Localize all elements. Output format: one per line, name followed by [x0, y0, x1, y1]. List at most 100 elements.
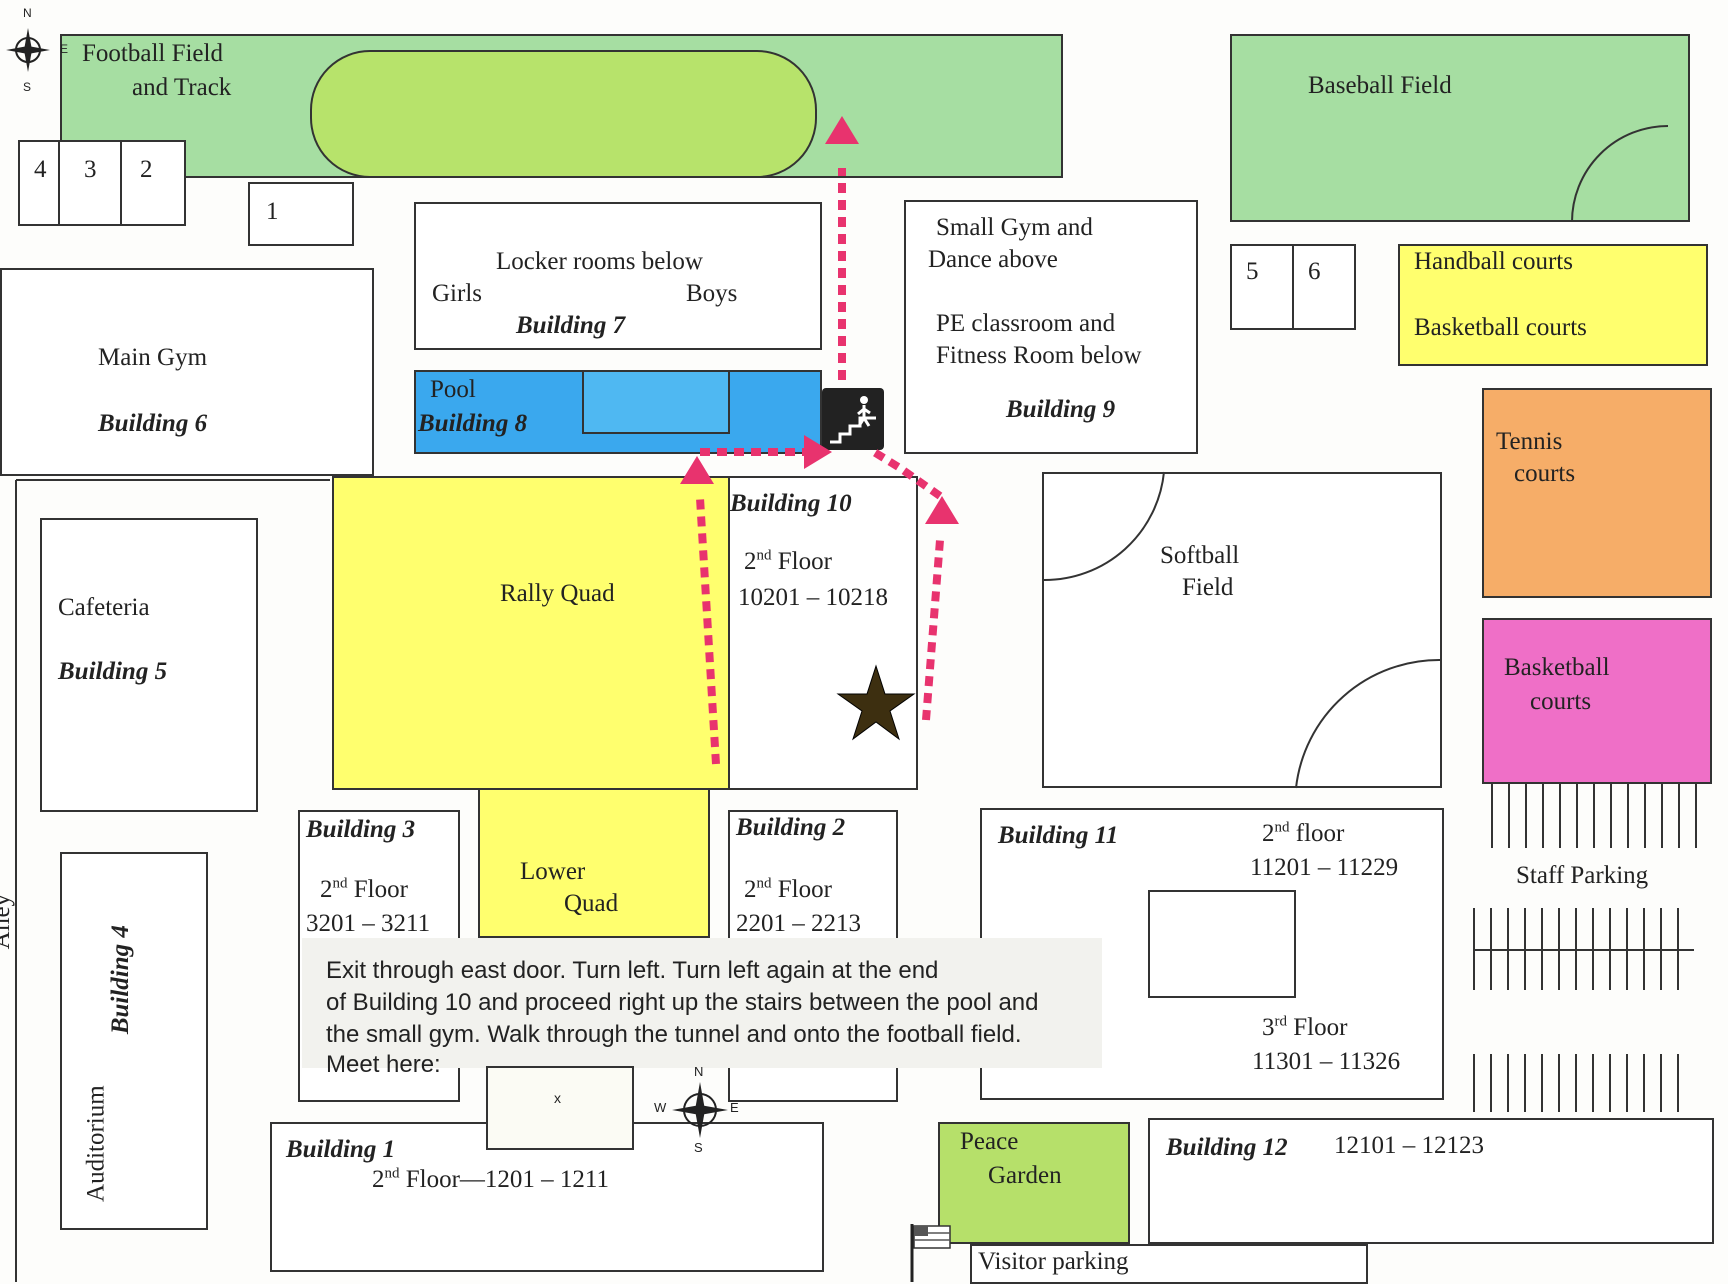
box-5 — [1230, 244, 1294, 330]
directions-line-4: Meet here: — [326, 1051, 441, 1078]
directions-line-3: the small gym. Walk through the tunnel a… — [326, 1021, 1022, 1048]
basketball-courts-pink-label-2: courts — [1530, 688, 1592, 715]
building-1-name: Building 1 — [286, 1136, 396, 1163]
softball-arc-lower — [1295, 658, 1441, 789]
directions-note: Exit through east door. Turn left. Turn … — [302, 938, 1102, 1078]
box-2-label: 2 — [140, 156, 153, 183]
softball-arc-upper — [1043, 471, 1165, 582]
compass-note-w: W — [654, 1100, 667, 1115]
tennis-courts-label-2: courts — [1514, 460, 1576, 487]
building-8-name: Building 8 — [418, 410, 528, 437]
running-track — [310, 50, 817, 178]
building-9-line2: Dance above — [928, 246, 1058, 273]
building-6 — [0, 268, 374, 476]
building-8-label: Pool — [430, 376, 476, 403]
baseball-field-label: Baseball Field — [1308, 72, 1452, 99]
building-7-name: Building 7 — [516, 312, 626, 339]
building-9-line1: Small Gym and — [936, 214, 1093, 241]
building-9-line4: Fitness Room below — [936, 342, 1142, 369]
building-3-rooms: 3201 – 3211 — [306, 910, 431, 937]
building-10-name: Building 10 — [730, 490, 852, 517]
meeting-mark: x — [554, 1090, 561, 1106]
building-9 — [904, 200, 1198, 454]
building-1-floor: 2nd Floor—1201 – 1211 — [372, 1165, 609, 1193]
handball-courts — [1398, 244, 1708, 366]
rally-quad-label: Rally Quad — [500, 580, 615, 607]
building-3-name: Building 3 — [306, 816, 416, 843]
building-11-f3-rooms: 11301 – 11326 — [1252, 1048, 1401, 1075]
building-6-label: Main Gym — [98, 344, 208, 371]
building-12 — [1148, 1118, 1714, 1244]
basketball-courts-yellow-label: Basketball courts — [1414, 314, 1587, 341]
lower-quad-label-1: Lower — [520, 858, 586, 885]
meeting-box: x — [486, 1066, 634, 1150]
compass-note-n: N — [694, 1064, 704, 1079]
building-3-floor: 2nd Floor — [320, 875, 408, 903]
box-3-label: 3 — [84, 156, 97, 183]
visitor-parking-label: Visitor parking — [978, 1248, 1129, 1275]
peace-garden-label-1: Peace — [960, 1128, 1019, 1155]
rally-quad — [332, 476, 730, 790]
football-field-label-1: Football Field — [82, 40, 223, 67]
building-5 — [40, 518, 258, 812]
building-9-line3: PE classroom and — [936, 310, 1116, 337]
flag-icon — [910, 1224, 951, 1282]
peace-garden — [938, 1122, 1130, 1244]
peace-garden-label-2: Garden — [988, 1162, 1062, 1189]
building-2-floor: 2nd Floor — [744, 875, 832, 903]
building-11-f2: 2nd floor — [1262, 819, 1345, 847]
compass-note-s: S — [694, 1140, 703, 1155]
lower-quad — [478, 788, 710, 938]
box-6-label: 6 — [1308, 258, 1321, 285]
building-10-floor: 2nd Floor — [744, 547, 832, 575]
box-3 — [58, 140, 122, 226]
compass-top-s: S — [23, 80, 32, 94]
staff-parking-label: Staff Parking — [1516, 862, 1649, 889]
compass-note-e: E — [730, 1100, 739, 1115]
building-12-name: Building 12 — [1166, 1134, 1288, 1161]
building-4 — [60, 852, 208, 1230]
building-6-name: Building 6 — [98, 410, 208, 437]
route-path — [680, 116, 959, 765]
stairs-icon — [822, 388, 884, 450]
box-2 — [120, 140, 186, 226]
directions-line-2: of Building 10 and proceed right up the … — [326, 989, 1039, 1016]
baseball-diamond-arc — [1571, 125, 1669, 223]
building-7-girls: Girls — [432, 280, 482, 307]
baseball-field — [1230, 34, 1690, 222]
softball-field — [1042, 472, 1442, 788]
building-10 — [728, 476, 918, 790]
building-7-boys: Boys — [686, 280, 738, 307]
football-field-label-2: and Track — [132, 74, 232, 101]
box-1 — [248, 182, 354, 246]
compass-top-n: N — [23, 6, 32, 20]
building-2-name: Building 2 — [736, 814, 846, 841]
softball-field-label-1: Softball — [1160, 542, 1240, 569]
box-1-label: 1 — [266, 198, 279, 225]
tennis-courts — [1482, 388, 1712, 598]
box-6 — [1292, 244, 1356, 330]
directions-line-1: Exit through east door. Turn left. Turn … — [326, 957, 939, 984]
tennis-courts-label-1: Tennis — [1496, 428, 1563, 455]
building-11-courtyard — [1148, 890, 1296, 998]
building-7-locker: Locker rooms below — [496, 248, 703, 275]
building-11-f3: 3rd Floor — [1262, 1013, 1348, 1041]
pool-inner — [582, 370, 730, 434]
compass-top-icon — [6, 28, 50, 72]
building-5-label: Cafeteria — [58, 594, 150, 621]
handball-courts-label: Handball courts — [1414, 248, 1573, 275]
compass-note-icon — [672, 1082, 728, 1138]
building-2-rooms: 2201 – 2213 — [736, 910, 861, 937]
compass-top-e: E — [60, 42, 69, 56]
lower-quad-label-2: Quad — [564, 890, 619, 917]
basketball-courts-pink — [1482, 618, 1712, 784]
building-7 — [414, 202, 822, 350]
building-5-name: Building 5 — [58, 658, 168, 685]
basketball-courts-pink-label-1: Basketball — [1504, 654, 1610, 681]
building-12-rooms: 12101 – 12123 — [1334, 1132, 1484, 1159]
parking-stalls — [1473, 784, 1697, 1112]
softball-field-label-2: Field — [1182, 574, 1234, 601]
building-11-f2-rooms: 11201 – 11229 — [1250, 854, 1399, 881]
box-4-label: 4 — [34, 156, 47, 183]
box-5-label: 5 — [1246, 258, 1259, 285]
